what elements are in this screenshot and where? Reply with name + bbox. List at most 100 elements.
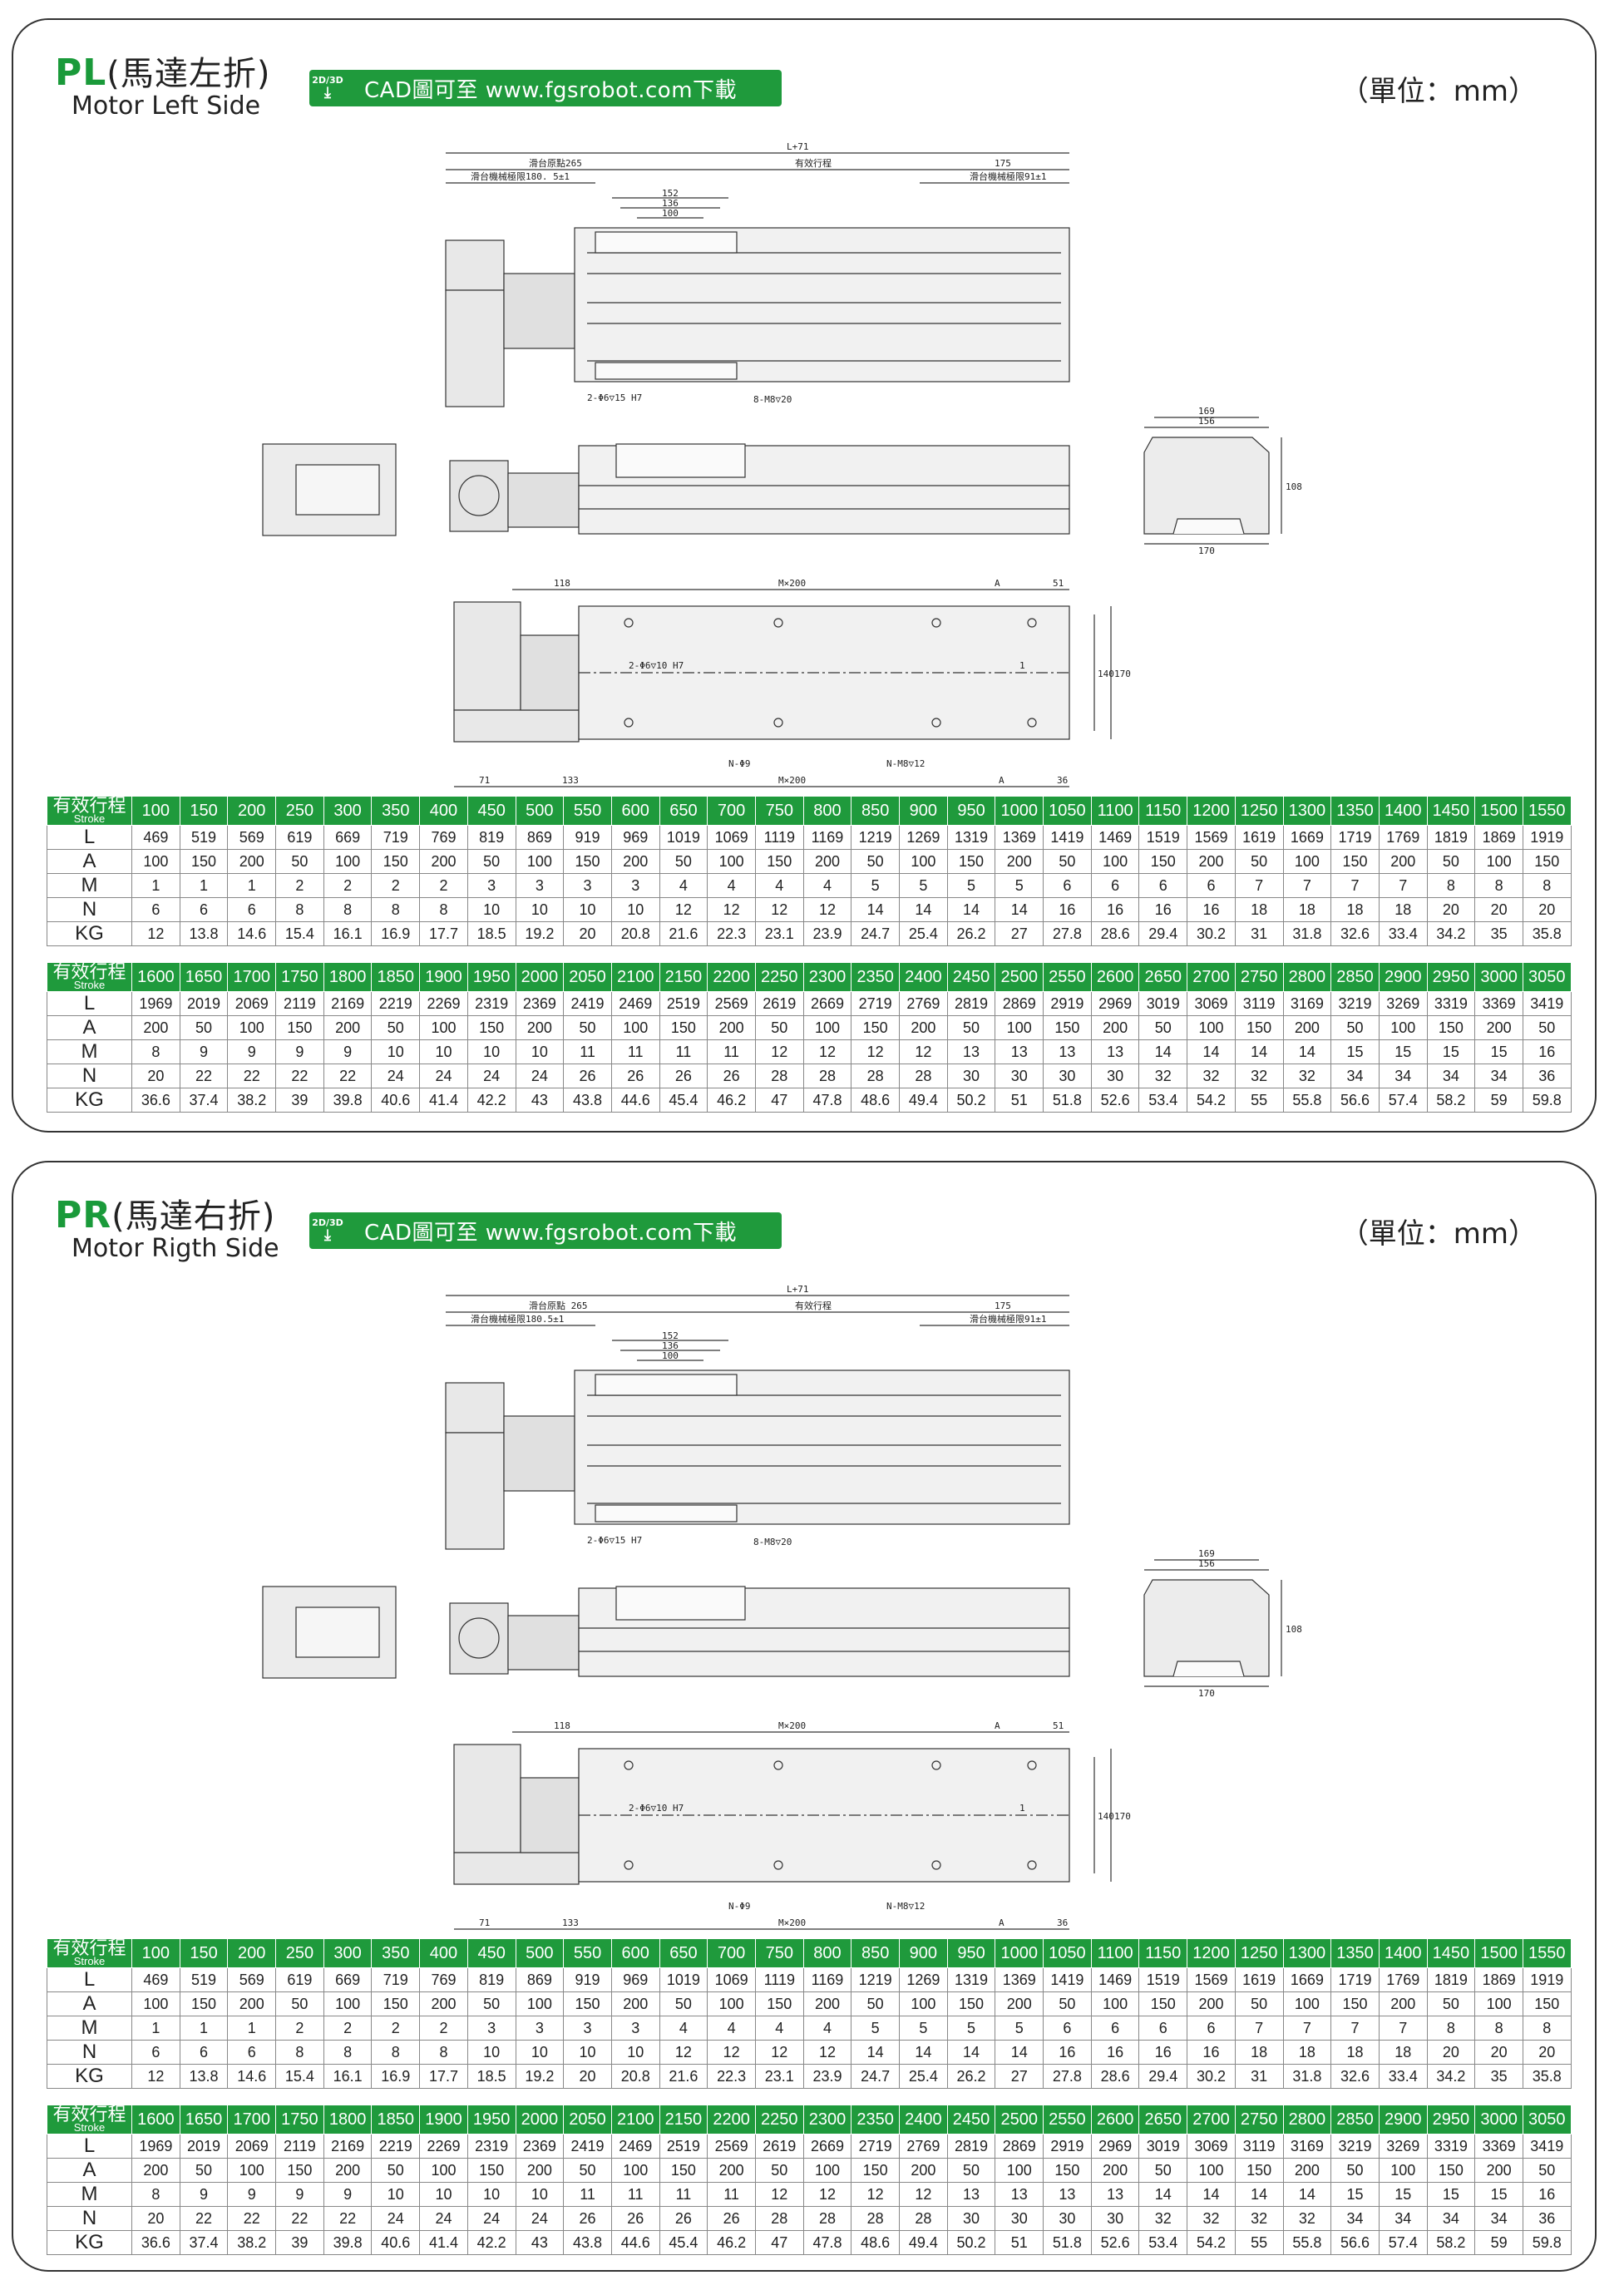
stroke-value: 2500 [995, 962, 1044, 992]
table-cell: 20 [1474, 2040, 1523, 2065]
stroke-value: 450 [466, 1938, 516, 1968]
table-cell: 22.3 [707, 921, 756, 946]
table-cell: 18 [1234, 897, 1284, 922]
table-cell: 200 [131, 1015, 180, 1040]
table-cell: 2419 [563, 2134, 612, 2159]
section-motor-right: PR(馬達右折) Motor Rigth Side 2D/3D⤓ CAD圖可至 … [12, 1161, 1597, 2272]
table-cell: 31.8 [1282, 921, 1332, 946]
table-cell: 1 [179, 873, 229, 898]
stroke-value: 1750 [275, 962, 324, 992]
table-cell: 1669 [1282, 825, 1332, 850]
table-cell: 10 [515, 2182, 565, 2207]
table-cell: 37.4 [179, 1088, 229, 1113]
table-cell: 1 [131, 873, 180, 898]
cad-download-text: CAD圖可至 www.fgsrobot.com下載 [364, 77, 738, 103]
table-cell: 10 [610, 897, 660, 922]
table-cell: 33.4 [1378, 921, 1428, 946]
stroke-value: 2850 [1330, 962, 1380, 992]
table-cell: 10 [466, 1039, 516, 1064]
stroke-value: 1050 [1043, 1938, 1092, 1968]
table-cell: 21.6 [659, 2064, 708, 2089]
table-cell: 2619 [754, 2134, 804, 2159]
table-cell: 50 [1330, 1015, 1380, 1040]
table-cell: 28 [899, 1064, 948, 1088]
table-cell: 150 [659, 1015, 708, 1040]
table-cell: 1 [131, 2016, 180, 2041]
table-cell: 2869 [995, 991, 1044, 1016]
stroke-value: 2250 [754, 2105, 804, 2134]
stroke-value: 1500 [1474, 1938, 1523, 1968]
table-cell: 869 [515, 825, 565, 850]
table-cell: 200 [1282, 2158, 1332, 2183]
dimension-label: A [999, 775, 1005, 786]
table-cell: 2719 [851, 991, 900, 1016]
stroke-value: 1850 [371, 2105, 421, 2134]
table-cell: 100 [707, 849, 756, 874]
table-cell: 16 [1187, 897, 1236, 922]
table-cell: 100 [707, 1991, 756, 2016]
dimension-label: 8-M8▽20 [753, 1537, 792, 1547]
table-cell: 16 [1043, 2040, 1092, 2065]
table-cell: 50 [466, 849, 516, 874]
table-cell: 8 [371, 2040, 421, 2065]
cad-download-banner[interactable]: 2D/3D⤓ CAD圖可至 www.fgsrobot.com下載 [309, 1212, 782, 1249]
table-cell: 3169 [1282, 991, 1332, 1016]
table-cell: 10 [515, 1039, 565, 1064]
table-cell: 30 [995, 1064, 1044, 1088]
table-cell: 32.6 [1330, 2064, 1380, 2089]
table-cell: 22 [179, 1064, 229, 1088]
dimension-label: 169 [1198, 1548, 1215, 1559]
table-cell: 7 [1330, 2016, 1380, 2041]
table-cell: 1419 [1043, 825, 1092, 850]
table-cell: 6 [227, 2040, 277, 2065]
stroke-value: 650 [659, 1938, 708, 1968]
cad-download-banner[interactable]: 2D/3D⤓ CAD圖可至 www.fgsrobot.com下載 [309, 70, 782, 106]
dimension-label: 152 [662, 1330, 679, 1341]
stroke-value: 1350 [1330, 1938, 1380, 1968]
table-cell: 14 [1138, 1039, 1188, 1064]
table-cell: 200 [227, 1991, 277, 2016]
table-cell: 17.7 [419, 921, 468, 946]
table-cell: 28 [851, 1064, 900, 1088]
table-cell: 3 [610, 873, 660, 898]
stroke-value: 900 [899, 796, 948, 826]
stroke-value: 2200 [707, 962, 756, 992]
table-cell: 100 [419, 1015, 468, 1040]
stroke-value: 2650 [1138, 962, 1188, 992]
dimension-label: 100 [662, 1350, 679, 1361]
table-cell: 18 [1282, 2040, 1332, 2065]
table-cell: 35 [1474, 921, 1523, 946]
table-cell: 8 [275, 897, 324, 922]
stroke-value: 250 [275, 1938, 324, 1968]
dimension-label: 170 [1114, 1811, 1131, 1822]
dimension-label: 108 [1286, 481, 1302, 492]
table-cell: 2369 [515, 991, 565, 1016]
table-cell: 16 [1522, 2182, 1572, 2207]
stroke-value: 2450 [946, 2105, 996, 2134]
dimension-label: 36 [1057, 775, 1068, 786]
table-cell: 22 [275, 2206, 324, 2231]
table-cell: 200 [1187, 849, 1236, 874]
stroke-value: 2350 [851, 2105, 900, 2134]
table-cell: 33.4 [1378, 2064, 1428, 2089]
row-label: M [47, 873, 132, 898]
table-cell: 10 [515, 897, 565, 922]
table-cell: 22 [323, 2206, 373, 2231]
table-cell: 11 [659, 2182, 708, 2207]
stroke-value: 2300 [802, 962, 852, 992]
table-cell: 15 [1378, 1039, 1428, 1064]
table-cell: 769 [419, 1967, 468, 1992]
table-cell: 50 [371, 1015, 421, 1040]
stroke-value: 700 [707, 796, 756, 826]
technical-drawing: L+71 滑台原點265 有效行程 175 滑台機械極限180. 5±1 滑台機… [262, 141, 1302, 787]
table-cell: 1969 [131, 991, 180, 1016]
stroke-value: 500 [515, 1938, 565, 1968]
row-label: A [47, 849, 132, 874]
dimension-label: 133 [562, 775, 579, 786]
stroke-value: 900 [899, 1938, 948, 1968]
table-cell: 48.6 [851, 1088, 900, 1113]
